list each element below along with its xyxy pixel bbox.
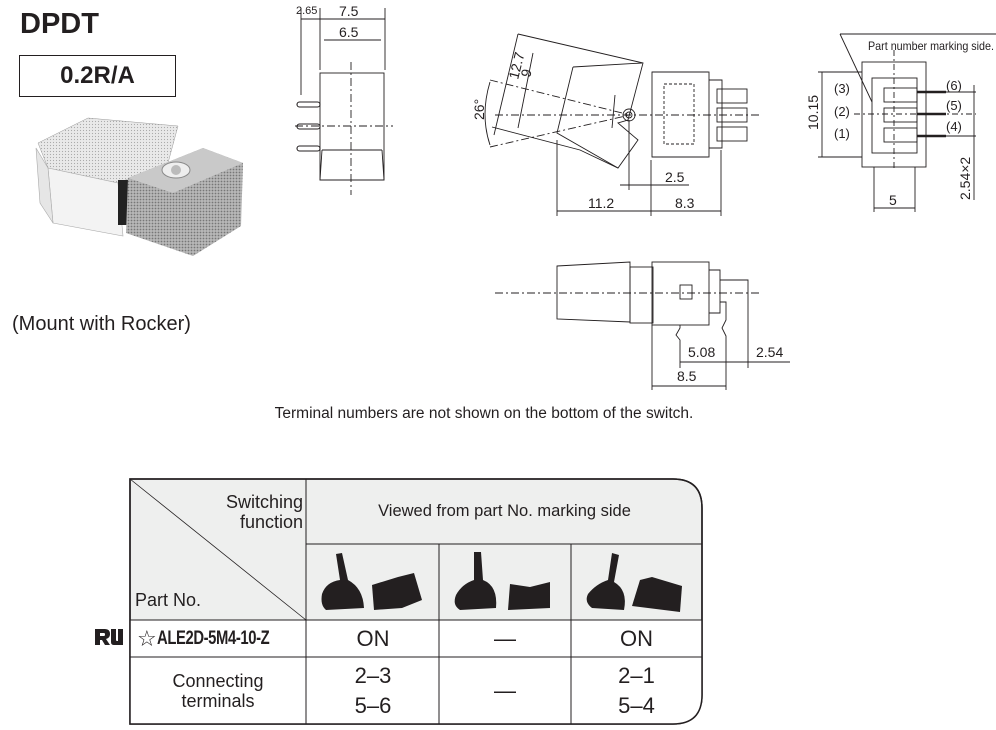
part-row-value: ON: [620, 626, 653, 651]
dim-label: 5: [889, 192, 897, 208]
terminal-pair: —: [494, 678, 516, 703]
dim-label: 2.5: [665, 169, 685, 185]
part-number-cell: ☆ ALE2D-5M4-10-Z: [137, 621, 305, 657]
corner-header-part-no: Part No.: [135, 590, 202, 610]
terminal-label: (1): [834, 126, 850, 141]
terminal-pair: 2–3: [354, 663, 392, 688]
switching-function-table: Switching function Part No. Viewed from …: [129, 478, 703, 725]
part-row-value: —: [494, 626, 516, 651]
corner-header-line: Switching: [225, 492, 303, 512]
rocker-center-icon: [454, 552, 550, 610]
terminal-pair: 5–4: [618, 693, 655, 718]
dim-label: 26°: [471, 99, 487, 120]
front-view-drawing: 2.65 7.5 6.5: [295, 3, 393, 195]
terminal-pair: 5–6: [354, 693, 392, 718]
group-header: Viewed from part No. marking side: [378, 501, 631, 520]
terminal-note: Terminal numbers are not shown on the bo…: [274, 405, 694, 422]
terminal-label: (4): [946, 119, 962, 134]
dim-label: 11.2: [588, 195, 614, 211]
rocker-left-icon: [321, 553, 422, 610]
dim-label: 8.5: [677, 368, 697, 384]
dim-label: 10.15: [805, 95, 821, 130]
dim-label: 6.5: [339, 24, 359, 40]
label-line: Connecting: [172, 671, 264, 691]
corner-header-switching: Switching function: [189, 486, 303, 532]
dim-label: 2.54×2: [957, 157, 973, 200]
dim-label: 5.08: [688, 344, 715, 360]
terminal-value: —: [439, 658, 571, 724]
terminal-label: (5): [946, 98, 962, 113]
ul-recognized-icon: [93, 627, 125, 653]
part-number: ALE2D-5M4-10-Z: [156, 628, 270, 649]
terminal-value: 2–1 5–4: [571, 658, 702, 724]
part-row-value: ON: [356, 626, 390, 651]
dim-label: 7.5: [339, 3, 359, 19]
label-line: terminals: [181, 691, 255, 711]
rating-badge: 0.2R/A: [19, 55, 176, 97]
terminal-label: (6): [946, 78, 962, 93]
position-cell: [439, 545, 571, 620]
terminal-label: (2): [834, 104, 850, 119]
end-view-drawing: Part number marking side. (3) (2) (1) (6…: [805, 33, 996, 212]
dim-label: 8.3: [675, 195, 695, 211]
table-frame: [129, 478, 703, 725]
marking-side-callout: Part number marking side.: [868, 39, 994, 53]
product-photo: [35, 117, 243, 256]
dim-label: 12.7: [505, 50, 527, 81]
terminal-value: 2–3 5–6: [307, 658, 439, 724]
dim-label: 2.54: [756, 344, 783, 360]
photo-caption: (Mount with Rocker): [12, 313, 191, 335]
dim-label: 2.65: [296, 5, 317, 17]
position-cell: [307, 545, 439, 620]
new-product-star-icon: ☆: [137, 626, 157, 652]
bottom-view-drawing: 5.08 2.54 8.5: [495, 261, 790, 390]
terminal-pair: 2–1: [618, 663, 655, 688]
connecting-terminals-label: Connecting terminals: [130, 658, 306, 724]
rocker-right-icon: [586, 553, 682, 612]
terminal-label: (3): [834, 81, 850, 96]
page-title: DPDT: [20, 8, 99, 40]
corner-header-line: function: [239, 512, 303, 532]
position-cell: [571, 545, 702, 620]
side-view-drawing: 12.7 9 26° 2.5 11.2 8.3: [471, 33, 760, 216]
dim-label: 9: [517, 67, 534, 79]
